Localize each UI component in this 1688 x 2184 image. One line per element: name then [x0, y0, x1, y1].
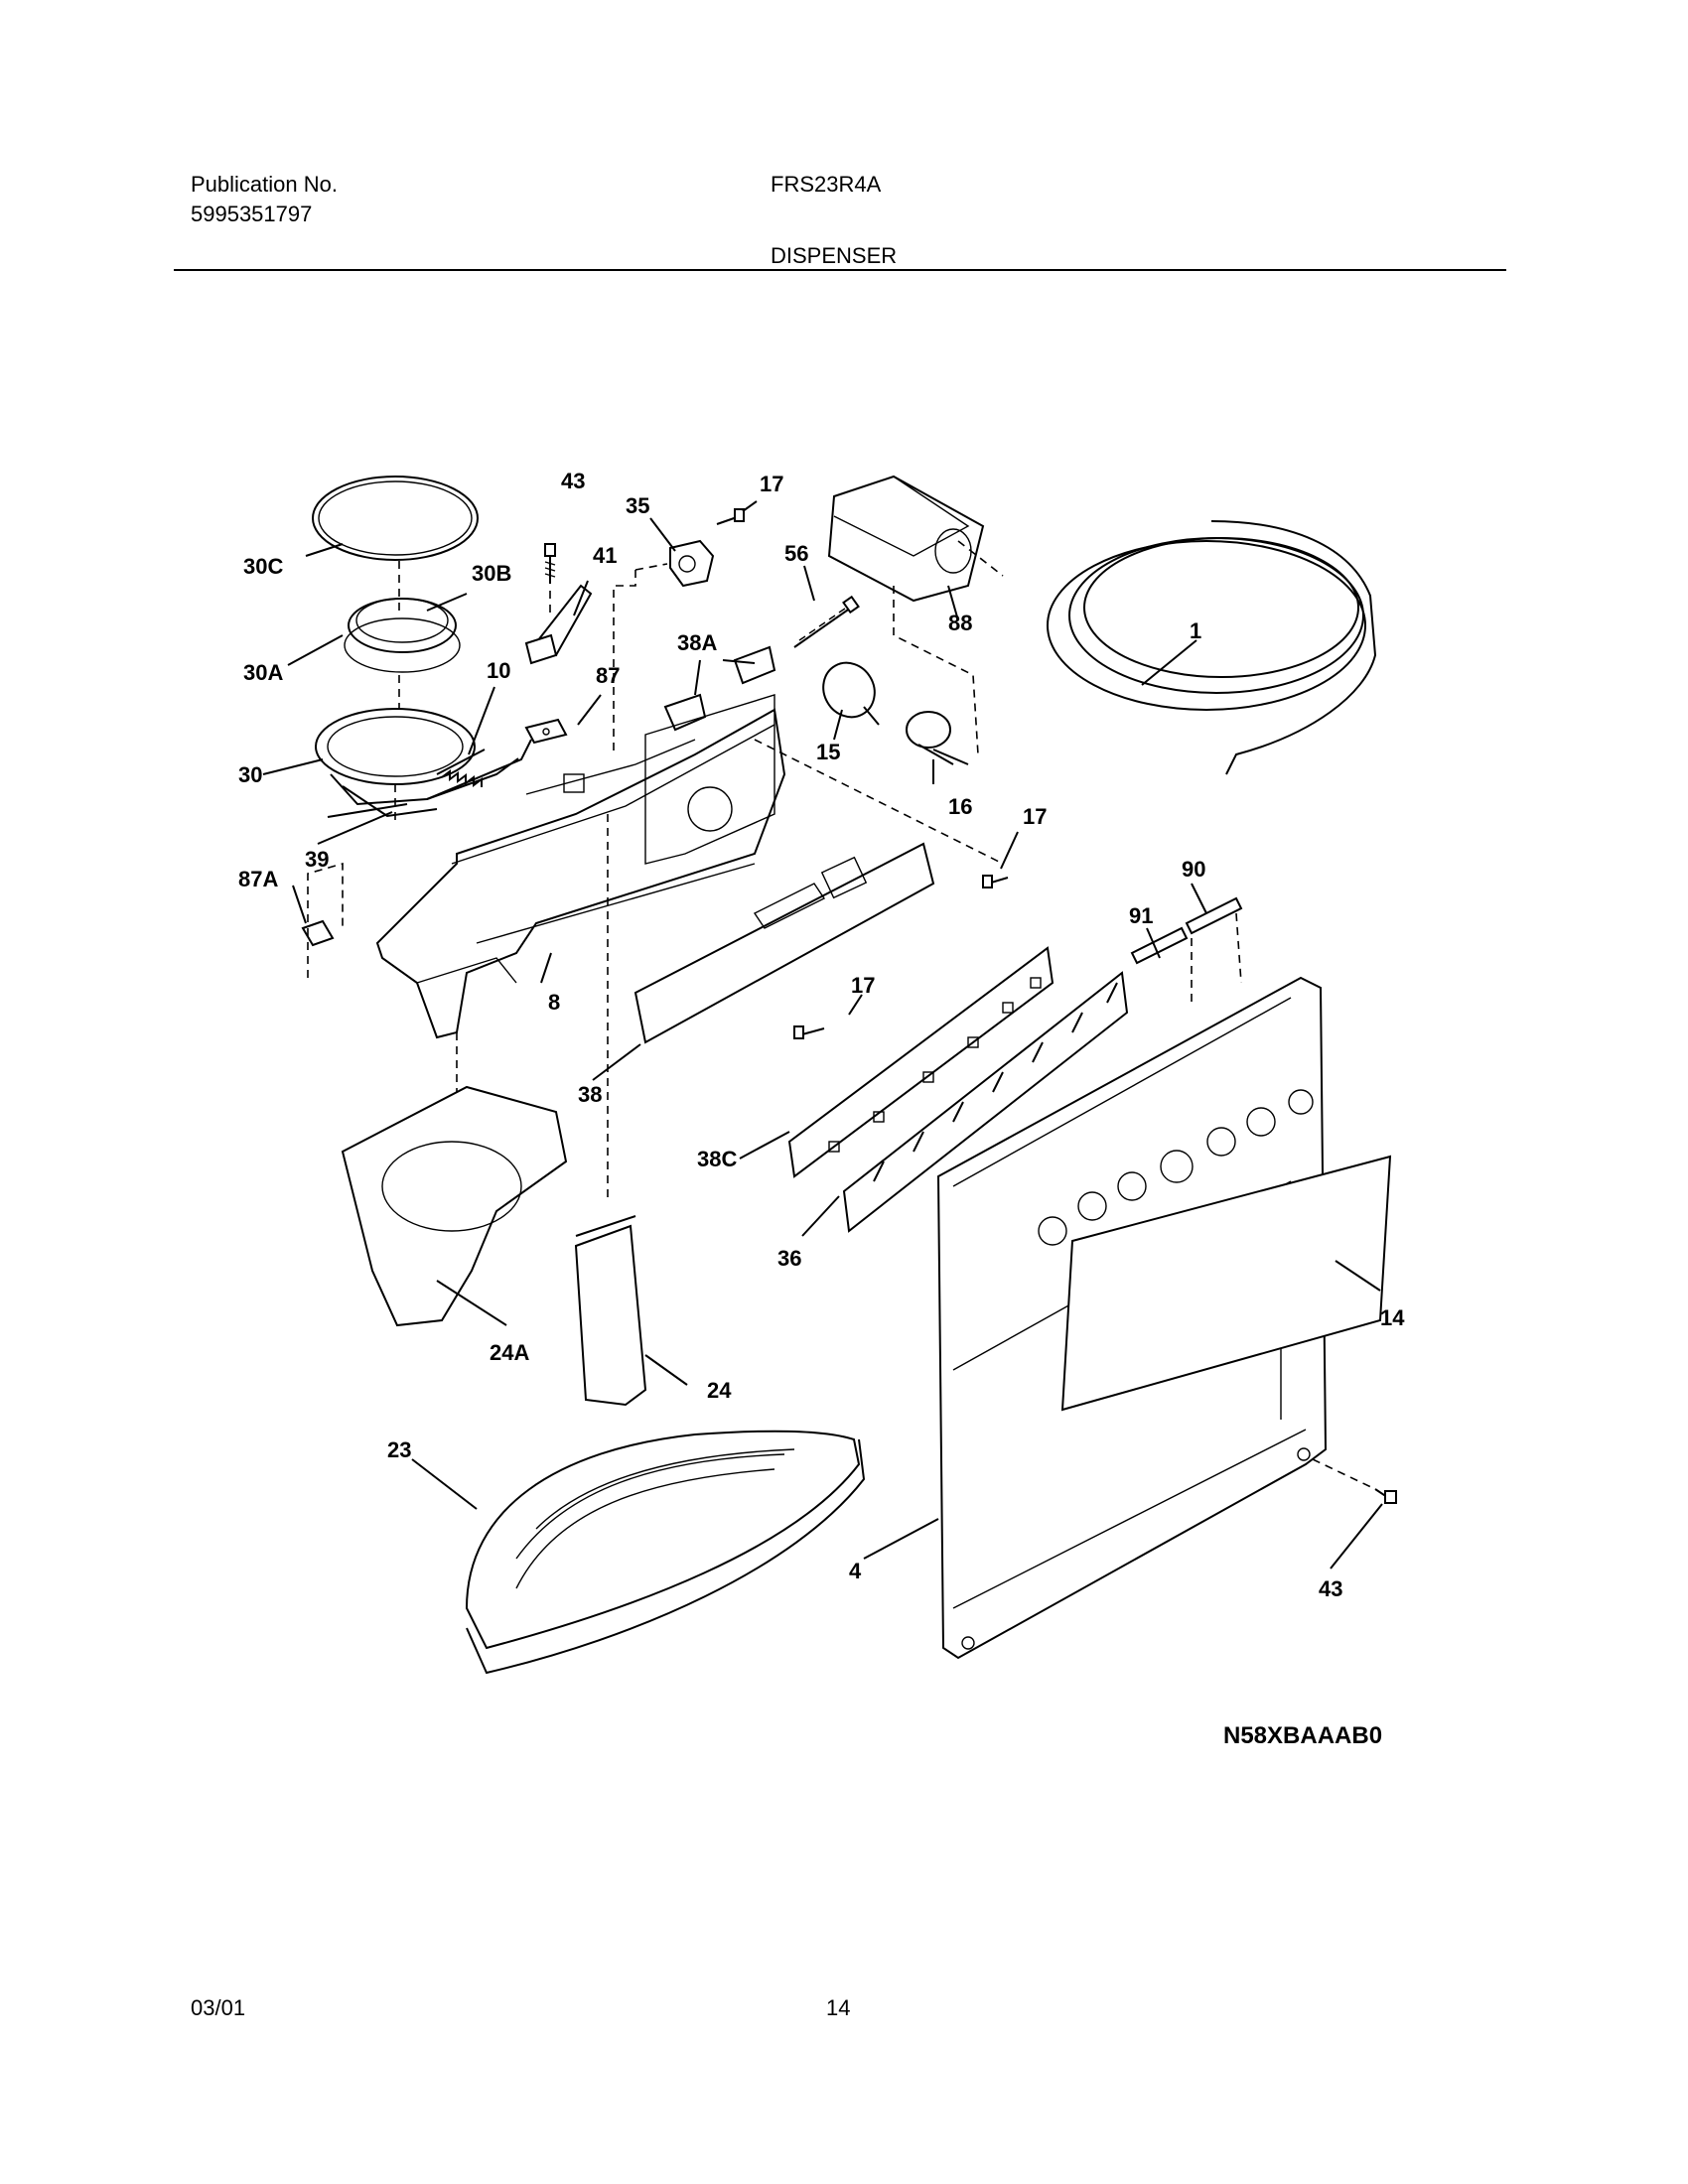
part-tubing-coil [1047, 520, 1377, 775]
part-control-board [633, 842, 935, 1044]
part-flapper [574, 1215, 647, 1407]
callout-label: 23 [387, 1437, 411, 1462]
callout-label: 17 [851, 973, 875, 998]
part-levers [1130, 896, 1243, 1003]
section-title: DISPENSER [771, 243, 898, 268]
part-clip [524, 718, 568, 745]
part-clip-87a [301, 862, 344, 978]
part-drip-tray [465, 1430, 866, 1675]
part-socket [906, 711, 969, 765]
callout-label: 17 [1023, 804, 1047, 829]
part-screw-17a [716, 508, 745, 525]
callout-label: 43 [1319, 1576, 1342, 1601]
callout-label: 90 [1182, 857, 1205, 882]
callout-label: 24A [490, 1340, 529, 1365]
part-screw-17b [982, 875, 1009, 888]
callout-label: 30A [243, 660, 283, 685]
callout-label: 91 [1129, 903, 1153, 928]
callout-label: 88 [948, 611, 972, 635]
part-dispenser-housing [375, 694, 786, 1039]
part-switch-board [787, 946, 1055, 1178]
callout-label: 8 [548, 990, 560, 1015]
part-screw-top [544, 543, 556, 584]
part-module-box [827, 475, 1004, 755]
part-screw-bottom [1312, 1458, 1397, 1504]
part-pin [793, 595, 860, 648]
callout-label: 38A [677, 630, 717, 655]
callout-label: 38C [697, 1147, 737, 1171]
callout-label: 30C [243, 554, 283, 579]
callout-label: 36 [777, 1246, 801, 1271]
part-ice-chute [341, 1085, 568, 1327]
part-actuator [613, 539, 715, 754]
part-lid-discs [344, 598, 461, 673]
callout-label: 87A [238, 867, 278, 891]
callout-label: 14 [1380, 1305, 1405, 1330]
callout-label: 16 [948, 794, 972, 819]
callout-label: 17 [760, 472, 783, 496]
callout-label: 41 [593, 543, 617, 568]
callout-label: 43 [561, 469, 585, 493]
part-screw-17c [793, 1025, 825, 1039]
callout-label: 4 [849, 1559, 862, 1583]
callout-label: 56 [784, 541, 808, 566]
callout-label: 10 [487, 658, 510, 683]
part-switches [663, 645, 776, 732]
callout-label: 35 [626, 493, 649, 518]
publication-label: Publication No. [191, 172, 338, 197]
header-rule [174, 269, 1506, 271]
drawing-code: N58XBAAAB0 [1223, 1722, 1383, 1749]
part-chute-frame [315, 708, 532, 818]
revision-date: 03/01 [191, 1995, 246, 2020]
page-number: 14 [826, 1995, 851, 2020]
part-gasket-ring [312, 476, 479, 561]
callout-label: 38 [578, 1082, 602, 1107]
leader-lines [262, 500, 1383, 1570]
callout-label: 30 [238, 762, 262, 787]
part-bulb [822, 661, 880, 726]
callout-label: 24 [707, 1378, 732, 1403]
callout-labels: 43 35 17 56 88 30C 30B 41 38A 30A 10 87 … [238, 469, 1405, 1601]
callout-label: 30B [472, 561, 511, 586]
part-overlay [1060, 1155, 1392, 1412]
model-number: FRS23R4A [771, 172, 882, 197]
callout-label: 87 [596, 663, 620, 688]
callout-label: 15 [816, 740, 840, 764]
part-lever-panel [842, 971, 1129, 1233]
part-bracket [524, 584, 593, 665]
callout-label: 1 [1190, 618, 1201, 643]
callout-label: 39 [305, 847, 329, 872]
publication-number: 5995351797 [191, 202, 313, 226]
